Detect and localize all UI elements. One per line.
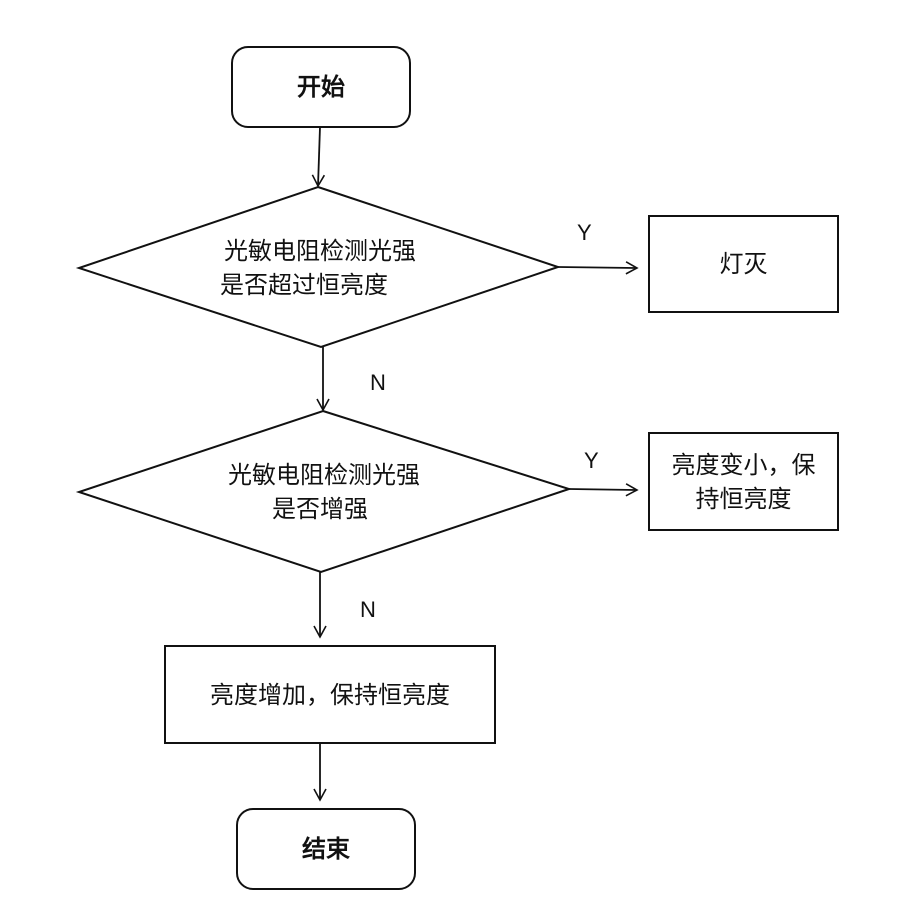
start-label: 开始 — [297, 73, 345, 101]
dim-line1: 亮度变小，保 — [671, 451, 816, 479]
dim-box — [648, 432, 839, 531]
dim-line2: 持恒亮度 — [695, 485, 792, 513]
arrow-start-to-decision1 — [311, 126, 326, 188]
decision-1-line1: 光敏电阻检测光强 — [224, 237, 416, 265]
decision-1-diamond — [75, 185, 562, 349]
brighten-label: 亮度增加，保持恒亮度 — [210, 680, 450, 709]
arrow-decision2-yes — [568, 483, 639, 497]
decision-2-line2: 是否增强 — [272, 495, 368, 523]
decision-2-yes-label: Y — [584, 448, 599, 473]
decision-2-label: 光敏电阻检测光强 是否增强 — [184, 454, 464, 530]
light-off-box — [648, 215, 839, 313]
decision-1-line2: 是否超过恒亮度 — [220, 271, 388, 299]
dim-label: 亮度变小，保 持恒亮度 — [649, 446, 838, 518]
end-label: 结束 — [302, 835, 350, 863]
end-terminal — [236, 808, 416, 890]
start-terminal — [231, 46, 411, 128]
decision-1-yes-label: Y — [577, 220, 592, 245]
decision-2-no-label: N — [360, 597, 376, 622]
decision-1-label: 光敏电阻检测光强 是否超过恒亮度 — [180, 230, 460, 306]
light-off-label: 灯灭 — [719, 250, 768, 278]
decision-1-no-label: N — [370, 370, 386, 395]
decision-2-line1: 光敏电阻检测光强 — [228, 461, 420, 489]
decision-2-diamond — [75, 409, 573, 574]
brighten-box — [164, 645, 496, 744]
arrow-decision1-yes — [557, 261, 639, 275]
